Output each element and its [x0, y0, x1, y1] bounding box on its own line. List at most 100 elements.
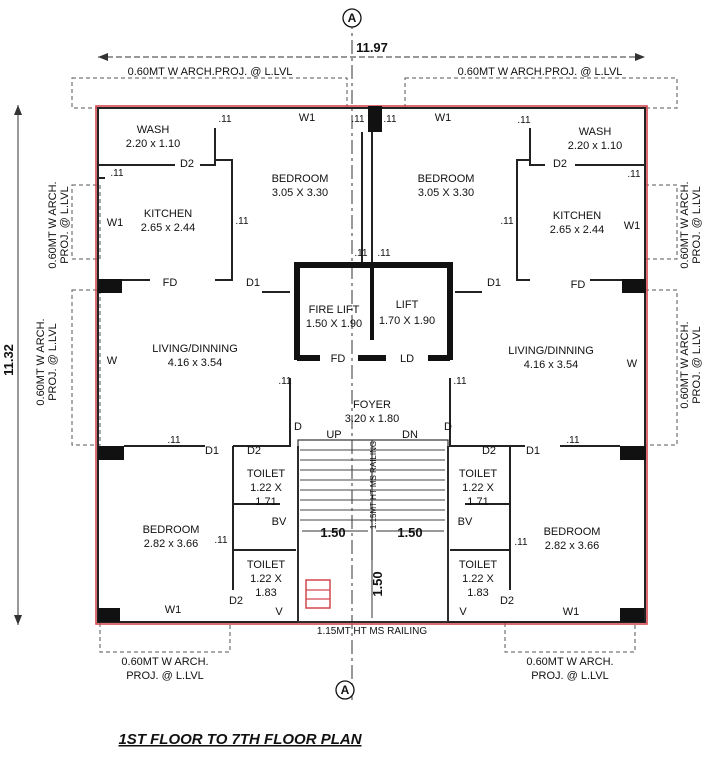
projection-left-upper-label-2: PROJ. @ L.LVL — [59, 186, 71, 264]
door-d1-bed-left: D1 — [246, 277, 260, 289]
fire-lift-name: FIRE LIFT — [309, 304, 360, 316]
bedroom-bottom-right-size: 2.82 x 3.66 — [545, 540, 599, 552]
projection-top-left — [71, 77, 348, 109]
stair-width-right: 1.50 — [397, 525, 422, 540]
projection-right-upper-label-1: 0.60MT W ARCH. — [679, 181, 691, 268]
projection-bottom-left — [99, 621, 231, 653]
living-right-size: 4.16 x 3.54 — [524, 359, 578, 371]
door-d2-wash-right: D2 — [553, 158, 567, 170]
vent-v-right: V — [459, 606, 467, 618]
vent-bv-right: BV — [458, 516, 473, 528]
door-d1-bottom-left: D1 — [205, 445, 219, 457]
projection-left-upper — [71, 184, 101, 260]
section-marker-bottom-label: A — [341, 683, 350, 697]
overall-width-dimension: 11.97 — [356, 40, 388, 55]
window-w1-bottom-left: W1 — [165, 604, 182, 616]
toilet-right-2-name: TOILET — [459, 559, 498, 571]
wall-living-right — [449, 291, 620, 447]
dim-arrow-bottom — [14, 615, 22, 625]
wall-tag: .11 — [214, 535, 228, 546]
wall-tag: .11 — [517, 115, 531, 126]
door-d2-toilet-left: D2 — [229, 595, 243, 607]
wall-living-left — [124, 291, 291, 447]
living-left-size: 4.16 x 3.54 — [168, 357, 222, 369]
door-d-right: D — [444, 421, 452, 433]
window-w1-top-right: W1 — [435, 112, 452, 124]
wash-right-size: 2.20 x 1.10 — [568, 140, 622, 152]
stair-width-left: 1.50 — [320, 525, 345, 540]
bedroom-bottom-right-name: BEDROOM — [544, 526, 601, 538]
column — [98, 608, 120, 622]
wall-tag: .11 — [110, 168, 124, 179]
vent-bv-left: BV — [272, 516, 287, 528]
kitchen-right-size: 2.65 x 2.44 — [550, 224, 604, 236]
wall-tag: .11 — [514, 537, 528, 548]
fire-extinguisher-icon — [305, 579, 331, 609]
projection-bottom-right-label-1: 0.60MT W ARCH. — [526, 656, 613, 668]
toilet-right-2-size-b: 1.83 — [467, 587, 488, 599]
toilet-left-1-name: TOILET — [247, 468, 286, 480]
toilet-left-1-size-a: 1.22 X — [250, 482, 282, 494]
wall-tag: .11 — [351, 114, 365, 125]
window-w1-bottom-right: W1 — [563, 606, 580, 618]
lift-size: 1.70 X 1.90 — [379, 315, 435, 327]
door-d1-bottom-right: D1 — [526, 445, 540, 457]
wall-wash-kitchen-left — [98, 128, 216, 179]
wall-tag: .11 — [500, 216, 514, 227]
projection-right-lower — [644, 289, 678, 446]
toilet-left-1-size-b: 1.71 — [255, 496, 276, 508]
projection-bottom-left-label-1: 0.60MT W ARCH. — [121, 656, 208, 668]
section-marker-top — [342, 8, 362, 28]
wall-tag: .11 — [453, 376, 467, 387]
toilet-left-2-size-a: 1.22 X — [250, 573, 282, 585]
door-d-left: D — [294, 421, 302, 433]
bedroom-bottom-left-size: 2.82 x 3.66 — [144, 538, 198, 550]
toilet-left-2-size-b: 1.83 — [255, 587, 276, 599]
column — [620, 608, 644, 622]
projection-top-left-label: 0.60MT W ARCH.PROJ. @ L.LVL — [128, 66, 293, 78]
window-w-left: W — [107, 355, 118, 367]
toilet-right-1-size-a: 1.22 X — [462, 482, 494, 494]
door-d2-wash-left: D2 — [180, 158, 194, 170]
lift-name: LIFT — [396, 299, 419, 311]
toilet-right-2-size-a: 1.22 X — [462, 573, 494, 585]
foyer-name: FOYER — [353, 399, 391, 411]
door-ld-lift: LD — [400, 353, 414, 365]
window-w1-top-left: W1 — [299, 112, 316, 124]
bedroom-top-left-size: 3.05 X 3.30 — [272, 187, 328, 199]
wall-kitchen-right — [516, 159, 622, 281]
projection-right-upper — [644, 184, 678, 260]
door-d2-bottom-right: D2 — [482, 445, 496, 457]
projection-left-lower-label-1: 0.60MT W ARCH. — [35, 318, 47, 405]
door-fd-fire-lift: FD — [331, 353, 346, 365]
wall-tag: .11 — [278, 376, 292, 387]
column — [368, 106, 382, 132]
wall-tag: .11 — [377, 248, 391, 259]
wall-tag: .11 — [167, 435, 181, 446]
wall-tag: .11 — [566, 435, 580, 446]
toilet-left-2-name: TOILET — [247, 559, 286, 571]
wash-right-name: WASH — [579, 126, 612, 138]
bottom-railing-label: 1.15MT HT MS RAILING — [317, 626, 427, 637]
wall-tag: .11 — [627, 169, 641, 180]
bedroom-top-right-name: BEDROOM — [418, 173, 475, 185]
projection-bottom-right-label-2: PROJ. @ L.LVL — [531, 670, 609, 682]
vent-v-left: V — [275, 606, 283, 618]
foyer-size: 3.20 x 1.80 — [345, 413, 399, 425]
bedroom-top-right-size: 3.05 X 3.30 — [418, 187, 474, 199]
window-w1-kitchen-left: W1 — [107, 217, 124, 229]
stair-up-label: UP — [326, 429, 341, 441]
stair-treads — [300, 449, 445, 521]
kitchen-right-name: KITCHEN — [553, 210, 601, 222]
window-w-right: W — [627, 358, 638, 370]
section-marker-bottom — [335, 680, 355, 700]
section-marker-top-label: A — [348, 11, 357, 25]
projection-right-lower-label-2: PROJ. @ L.LVL — [691, 326, 703, 404]
wall-tag: .11 — [235, 216, 249, 227]
stair-down-label: DN — [402, 429, 418, 441]
projection-top-right — [404, 77, 678, 109]
wash-left-name: WASH — [137, 124, 170, 136]
bedroom-top-left-name: BEDROOM — [272, 173, 329, 185]
projection-bottom-left-label-2: PROJ. @ L.LVL — [126, 670, 204, 682]
